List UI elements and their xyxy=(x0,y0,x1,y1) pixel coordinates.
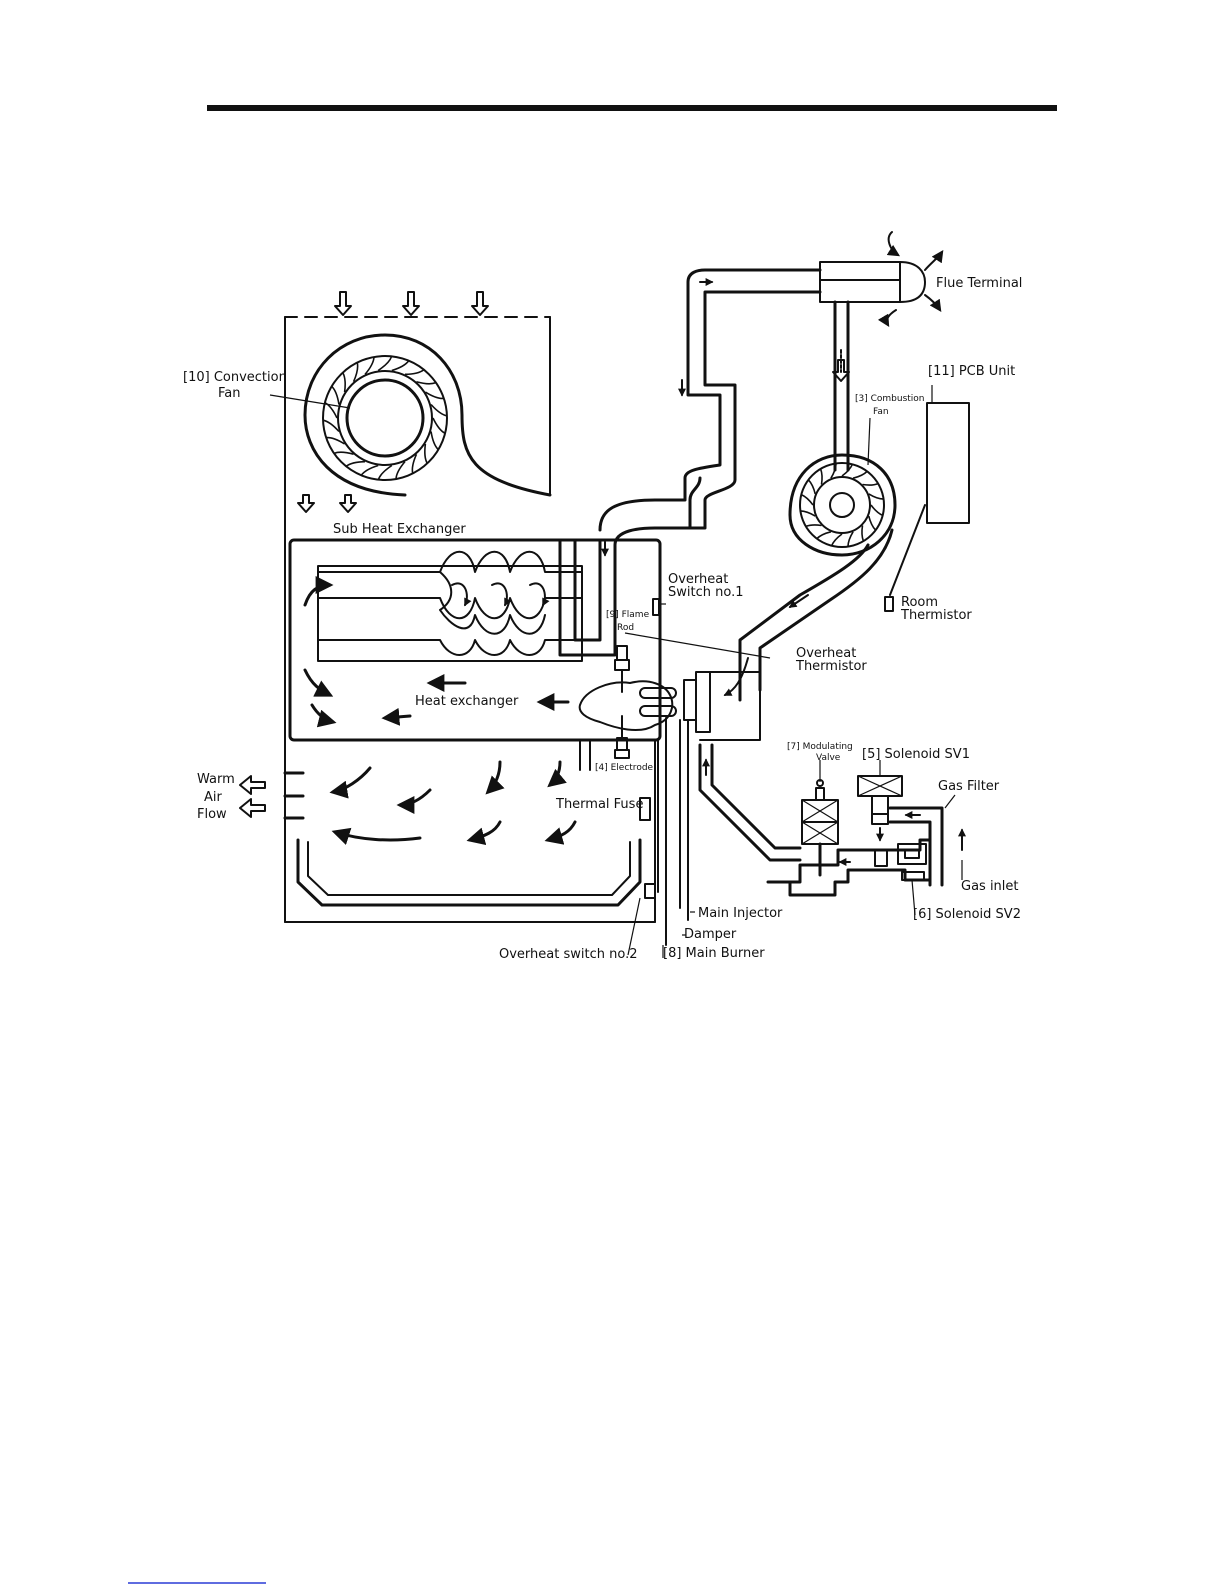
header-rule xyxy=(207,105,1057,111)
warm-air-outlet xyxy=(239,771,305,820)
fan-blade xyxy=(326,436,346,445)
label-flame-rod-2: Rod xyxy=(617,623,634,633)
gas-valve-assembly xyxy=(766,775,966,897)
label-overheat-switch-1a: Overheat xyxy=(668,572,728,587)
fan-blade xyxy=(360,464,379,476)
fan-blades xyxy=(322,356,448,480)
label-gas-inlet: Gas inlet xyxy=(961,879,1019,894)
label-solenoid-sv2: [6] Solenoid SV2 xyxy=(913,907,1021,922)
flame-rod xyxy=(614,645,630,693)
combustion-fan-blade xyxy=(868,515,877,531)
label-pcb-unit: [11] PCB Unit xyxy=(928,364,1015,379)
label-heat-exchanger: Heat exchanger xyxy=(415,694,519,709)
combustion-fan-blade xyxy=(862,482,879,486)
label-overheat-thermistor-2: Thermistor xyxy=(795,659,867,674)
combustion-fan-blade xyxy=(852,470,868,479)
overheat-switch-1 xyxy=(652,598,660,616)
fan-blade xyxy=(424,443,428,464)
electrode xyxy=(614,715,630,759)
combustion-fan-blade xyxy=(807,479,816,495)
convection-fan xyxy=(303,333,552,497)
label-modulating-valve-1: [7] Modulating xyxy=(787,742,853,752)
fan-blade xyxy=(364,356,375,375)
label-gas-filter: Gas Filter xyxy=(938,779,1000,794)
labels: Flue Terminal [11] PCB Unit [10] Convect… xyxy=(183,276,1022,962)
fan-blade xyxy=(345,460,366,467)
label-overheat-switch-2: Overheat switch no.2 xyxy=(499,947,637,962)
label-flue-terminal: Flue Terminal xyxy=(936,276,1022,291)
fan-blade xyxy=(377,356,393,372)
label-room-thermistor-2: Thermistor xyxy=(900,608,972,623)
combustion-fan-blade xyxy=(868,493,884,500)
fan-blade xyxy=(430,431,439,451)
combustion-fan-blade xyxy=(861,525,865,542)
label-room-thermistor-1: Room xyxy=(901,595,938,610)
combustion-fan-blade xyxy=(805,524,822,528)
label-flame-rod-1: [9] Flame xyxy=(606,610,650,620)
combustion-fan-blade xyxy=(870,504,884,517)
label-convection-fan-1: [10] Convection xyxy=(183,370,287,385)
combustion-fan-blade xyxy=(847,531,854,547)
main-burner xyxy=(578,671,761,946)
fan-blade xyxy=(377,464,393,480)
heat-exchanger-body xyxy=(288,268,822,742)
gas-pipe xyxy=(698,743,802,862)
label-solenoid-sv1: [5] Solenoid SV1 xyxy=(862,747,970,762)
combustion-fan-blade xyxy=(800,510,816,517)
combustion-fan-blade xyxy=(830,463,837,479)
fan-blade xyxy=(404,369,425,376)
combustion-fan-blade xyxy=(830,533,843,547)
flue-terminal xyxy=(819,231,944,472)
label-combustion-fan-1: [3] Combustion xyxy=(855,394,925,404)
fan-blade xyxy=(391,360,410,372)
label-modulating-valve-2: Valve xyxy=(816,753,841,763)
warm-air-arrows xyxy=(329,760,577,845)
flow-arrows xyxy=(303,278,714,728)
label-warm-3: Flow xyxy=(197,807,227,822)
combustion-fan xyxy=(723,453,897,702)
fan-blade xyxy=(331,385,340,405)
combustion-fan-blade xyxy=(841,463,854,477)
cabinet xyxy=(284,316,656,923)
label-thermal-fuse: Thermal Fuse xyxy=(555,797,643,812)
label-main-burner: [8] Main Burner xyxy=(663,946,765,961)
label-overheat-switch-1b: Switch no.1 xyxy=(668,585,743,600)
fan-blade xyxy=(430,403,448,417)
label-damper: Damper xyxy=(684,927,737,942)
fan-blade xyxy=(395,461,406,480)
combustion-fan-blades xyxy=(800,463,884,547)
fan-blade xyxy=(342,372,346,393)
label-main-injector: Main Injector xyxy=(698,906,783,921)
fan-blade xyxy=(352,362,359,383)
fan-blade xyxy=(324,401,338,419)
label-warm-2: Air xyxy=(204,790,223,805)
lower-duct xyxy=(296,739,642,907)
fan-blade xyxy=(322,419,340,433)
fan-blade xyxy=(432,417,446,435)
fan-blade xyxy=(424,391,444,400)
leader-lines xyxy=(269,394,963,958)
combustion-fan-blade xyxy=(800,493,814,506)
label-overheat-thermistor-1: Overheat xyxy=(796,646,856,661)
combustion-fan-blade xyxy=(816,531,832,540)
label-combustion-fan-2: Fan xyxy=(873,407,889,417)
combustion-fan-blade xyxy=(819,468,823,485)
fan-blade xyxy=(416,380,437,385)
room-thermistor xyxy=(884,596,894,612)
label-electrode: [4] Electrode xyxy=(595,763,654,773)
pcb-unit xyxy=(889,385,970,596)
label-sub-heat-exchanger: Sub Heat Exchanger xyxy=(333,522,466,537)
intake-arrows xyxy=(297,291,489,513)
thermal-fuse xyxy=(639,797,651,821)
label-convection-fan-2: Fan xyxy=(218,386,241,401)
label-warm-1: Warm xyxy=(197,772,235,787)
overheat-switch-2 xyxy=(644,883,656,899)
fan-blade xyxy=(333,451,354,456)
fan-blade xyxy=(411,453,418,474)
